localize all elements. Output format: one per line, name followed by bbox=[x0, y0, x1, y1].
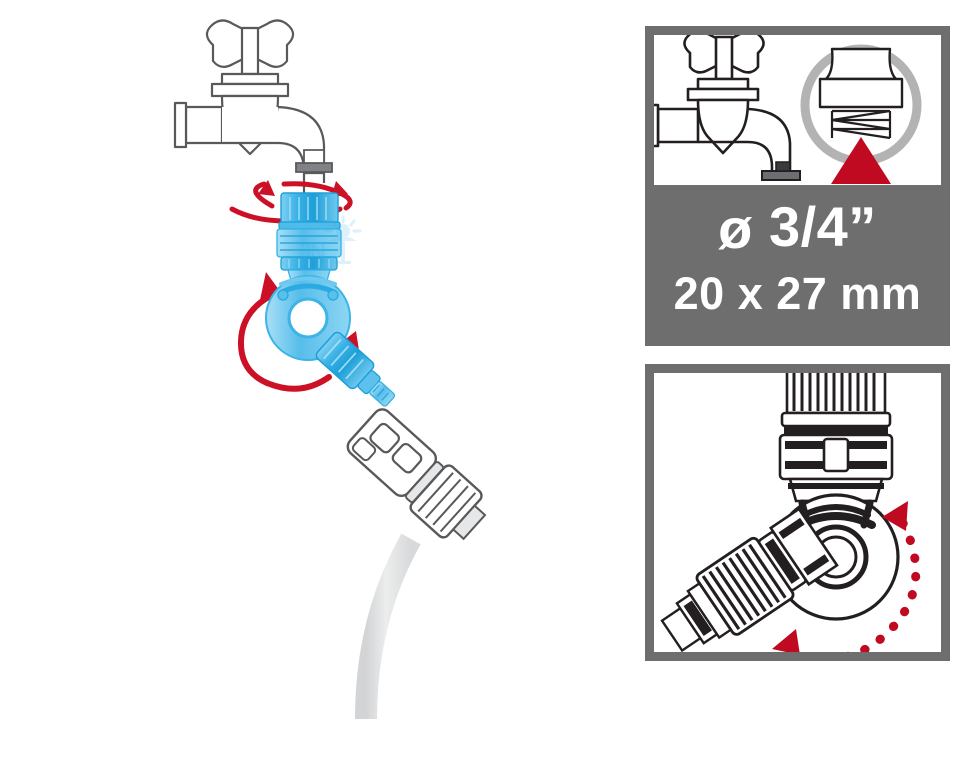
swivel-figure-svg bbox=[660, 373, 921, 652]
thread-specification-panel: ø 3/4” 20 x 27 mm bbox=[645, 26, 950, 346]
spec-figure-svg bbox=[654, 35, 922, 184]
thread-lines bbox=[830, 109, 892, 140]
water-tap bbox=[173, 19, 326, 207]
diameter-symbol: ø bbox=[718, 197, 753, 260]
cap-rotation-arrowhead-left bbox=[258, 180, 275, 196]
threaded-cap bbox=[278, 192, 341, 230]
hose-coupling bbox=[346, 408, 487, 541]
hose-coupling-with-collar bbox=[660, 507, 839, 652]
outdoor-tap-line-drawing bbox=[654, 35, 792, 181]
garden-hose bbox=[355, 533, 421, 720]
spec-figure bbox=[654, 35, 941, 185]
swivel-figure bbox=[654, 373, 941, 652]
dotted-arc-arrowhead-top bbox=[882, 501, 908, 531]
tap-outlet-nozzle bbox=[761, 161, 801, 181]
red-triangle-pointer bbox=[831, 137, 891, 184]
quick-connect-nipple bbox=[315, 331, 396, 407]
main-illustration bbox=[173, 19, 487, 720]
swivel-rotation-detail-panel bbox=[645, 364, 950, 661]
swivel-right-arrow bbox=[264, 374, 332, 392]
dotted-rotation-arc bbox=[793, 518, 921, 652]
tap-thread-detail-magnifier bbox=[800, 44, 922, 184]
tap-spout-outlet bbox=[295, 149, 333, 173]
spec-metric-line: 20 x 27 mm bbox=[673, 268, 922, 319]
spec-diameter-line: ø 3/4” bbox=[654, 185, 941, 257]
dotted-arc-arrowhead-bottom bbox=[772, 629, 800, 652]
main-illustration-svg bbox=[173, 19, 487, 720]
spec-text-block: ø 3/4” 20 x 27 mm bbox=[654, 185, 941, 337]
swivel-left-arrow bbox=[237, 292, 275, 386]
right-column: ø 3/4” 20 x 27 mm bbox=[645, 26, 950, 661]
spec-diameter-value: 3/4” bbox=[768, 195, 877, 258]
